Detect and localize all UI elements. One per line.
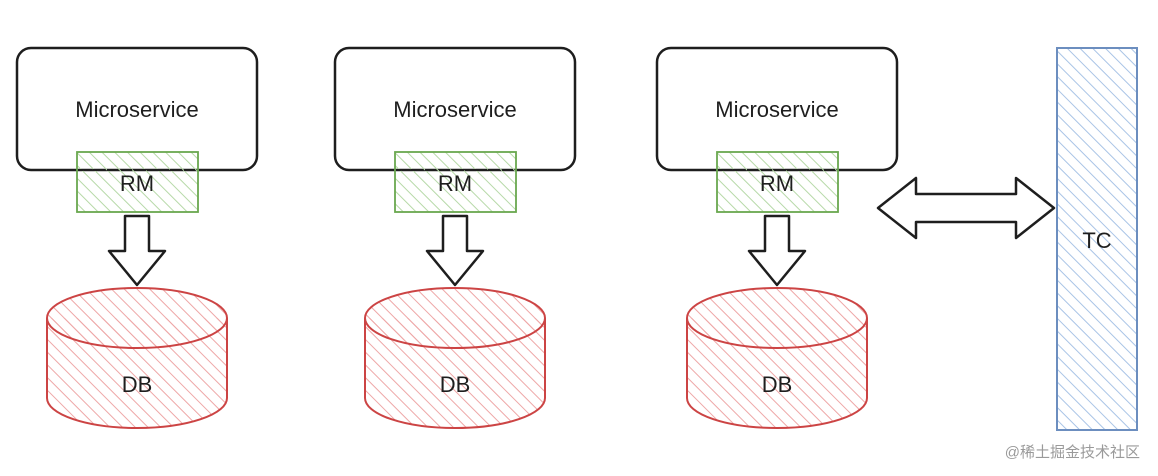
rm-label: RM: [760, 171, 794, 196]
service-column-1: Microservice RM DB: [15, 46, 259, 429]
service-column-2: Microservice RM DB: [333, 46, 577, 429]
tc-label: TC: [1082, 228, 1111, 253]
rm-box: [76, 151, 199, 213]
service-column-3: Microservice RM DB: [655, 46, 899, 429]
microservice-label: Microservice: [75, 97, 198, 122]
database-cylinder: [686, 287, 868, 429]
microservice-label: Microservice: [715, 97, 838, 122]
bidirectional-arrow: [876, 176, 1056, 240]
database-cylinder: [46, 287, 228, 429]
rm-box: [394, 151, 517, 213]
database-cylinder: [364, 287, 546, 429]
down-arrow: [747, 214, 807, 287]
down-arrow: [107, 214, 167, 287]
rm-box: [716, 151, 839, 213]
db-label: DB: [122, 372, 153, 397]
watermark-text: @稀土掘金技术社区: [1005, 444, 1140, 461]
down-arrow: [425, 214, 485, 287]
tc-box: [1056, 47, 1138, 431]
microservice-label: Microservice: [393, 97, 516, 122]
db-label: DB: [440, 372, 471, 397]
db-label: DB: [762, 372, 793, 397]
rm-label: RM: [120, 171, 154, 196]
rm-label: RM: [438, 171, 472, 196]
